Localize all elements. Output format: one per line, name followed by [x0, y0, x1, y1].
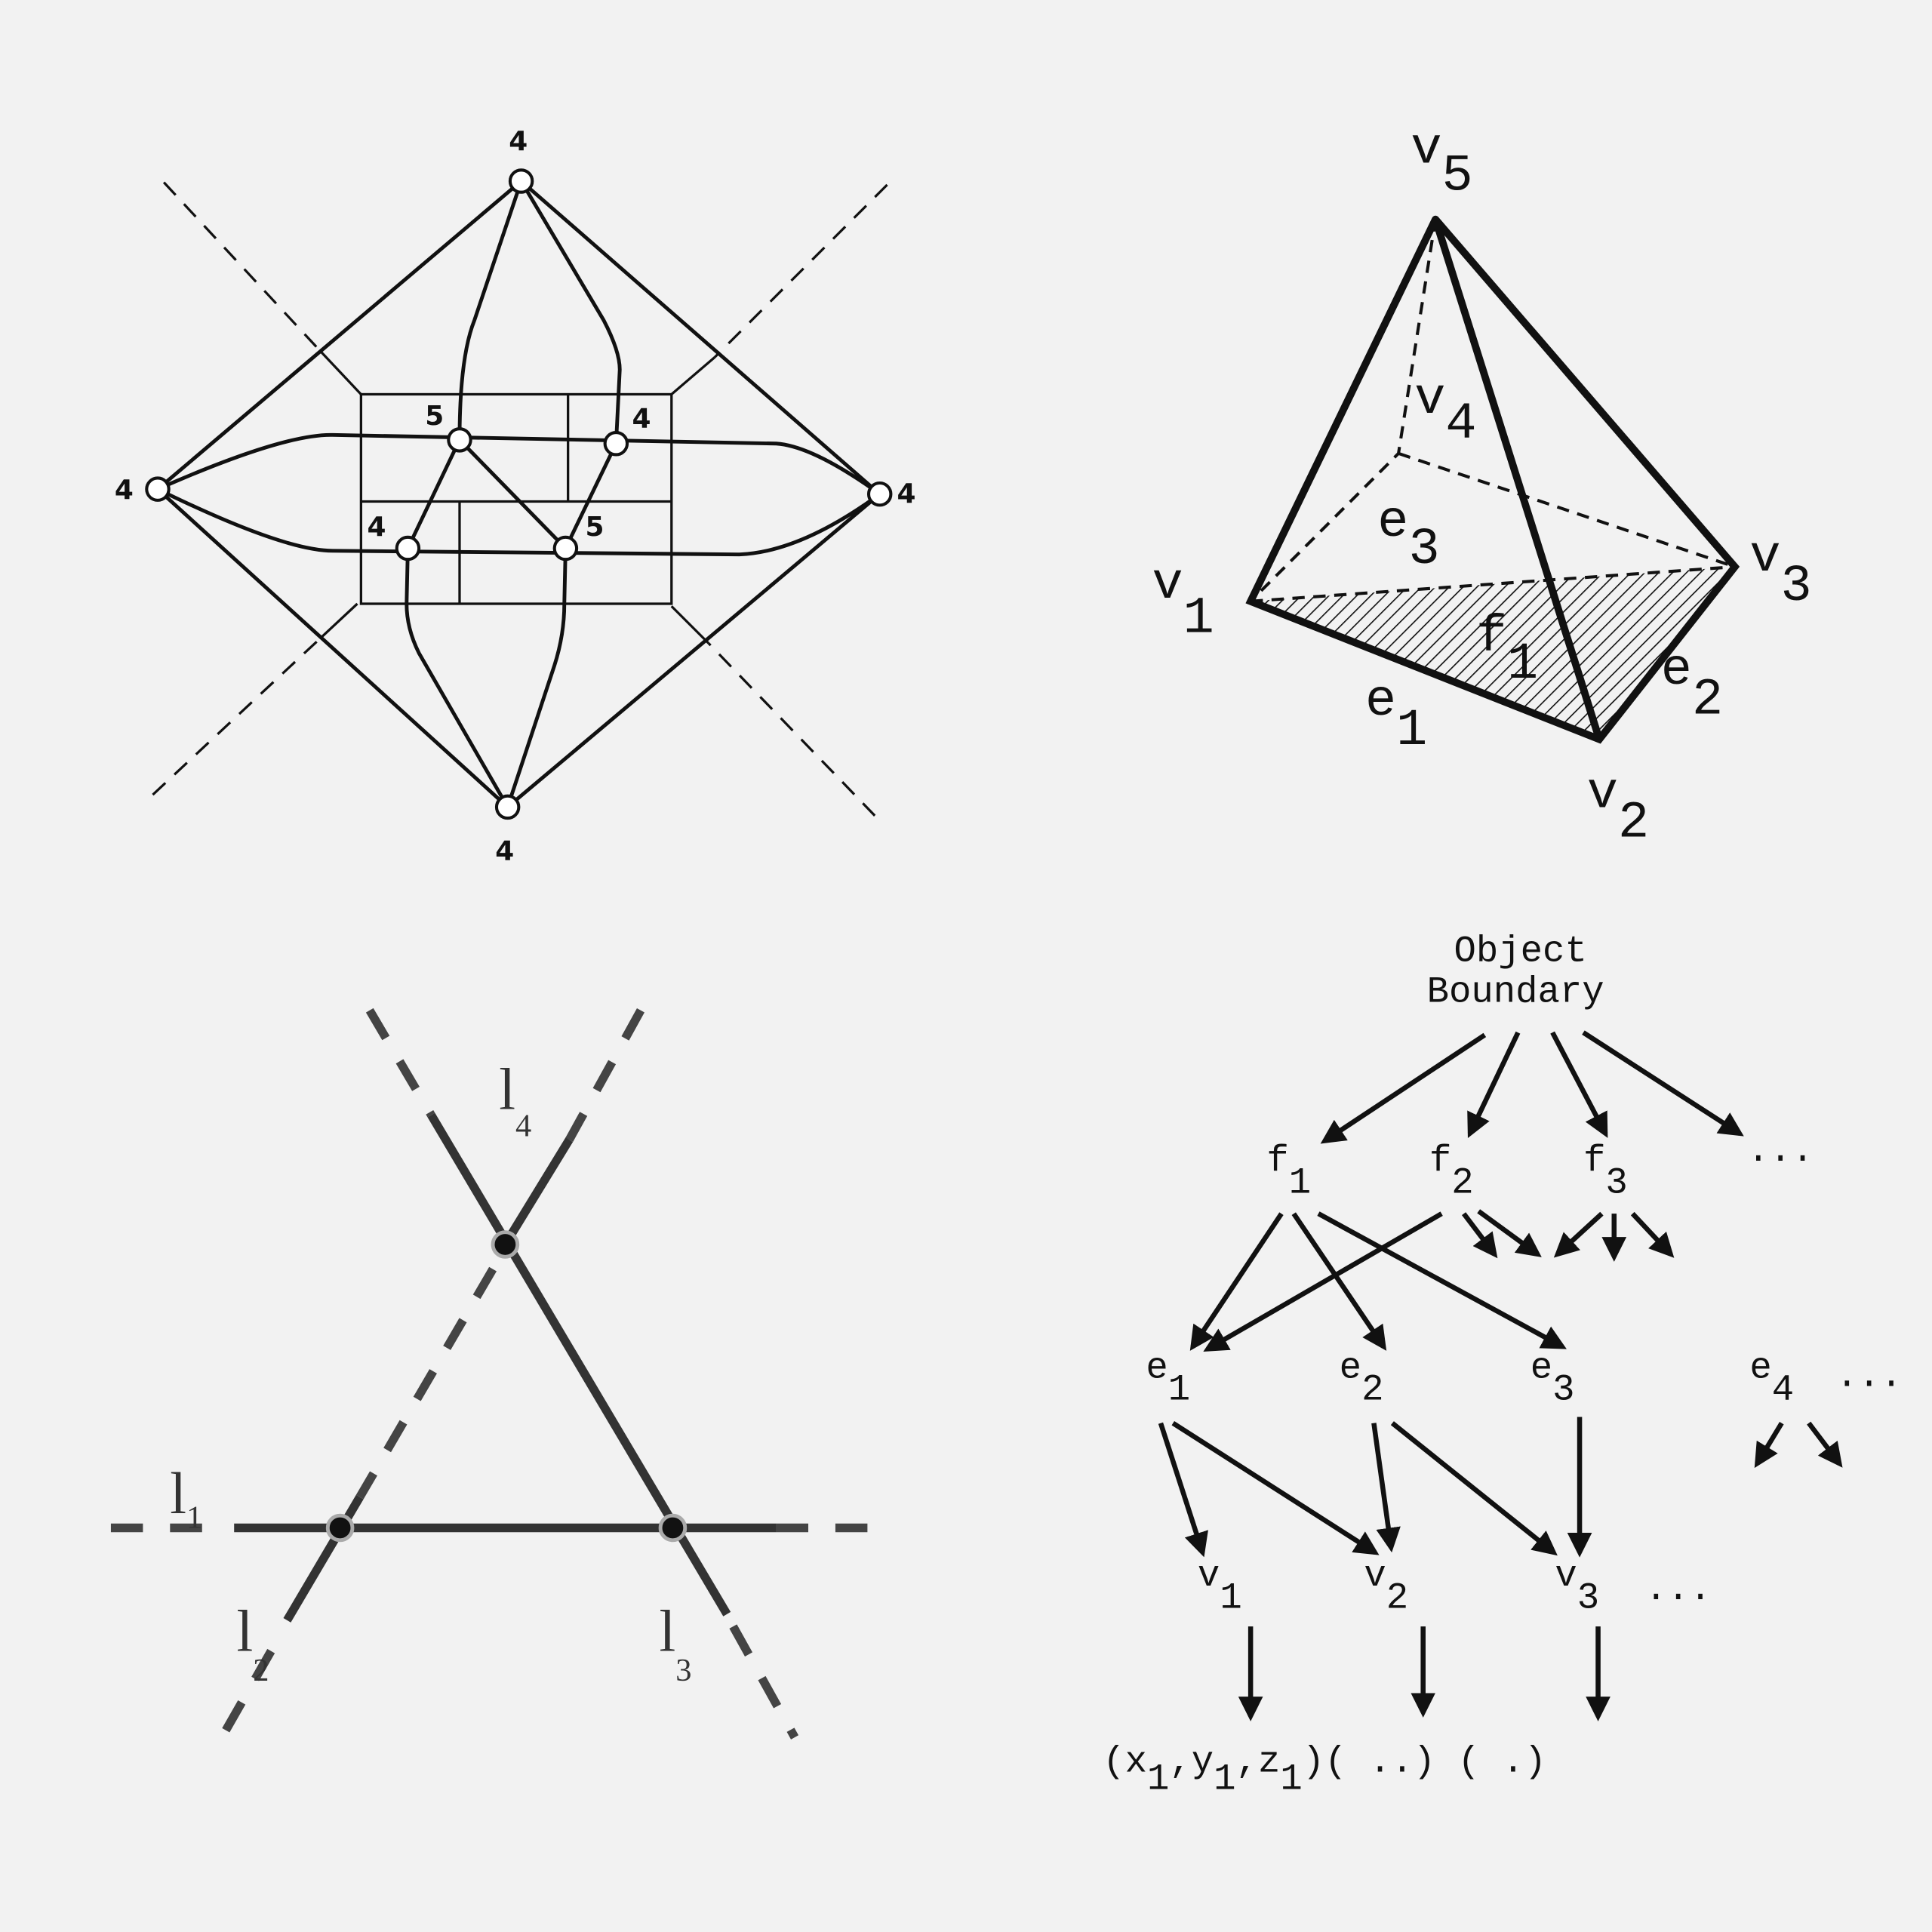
- intersection-point: [325, 1513, 355, 1543]
- face-node-f1: f1: [1266, 1140, 1311, 1204]
- planar-graph-panel: 4 4 4 4 5 4 4 5: [115, 126, 916, 866]
- graph-node: [145, 476, 171, 502]
- vertex-label-v1: v1: [1152, 555, 1214, 648]
- root-label-line2: Boundary: [1427, 971, 1604, 1013]
- edge-node-e3: e3: [1531, 1346, 1575, 1411]
- ellipsis: ...: [1747, 1130, 1814, 1172]
- face-label-f1: f1: [1476, 608, 1538, 694]
- degree-label: 4: [115, 475, 134, 506]
- boundary-tree-panel: Object Boundary f1 f2 f3 ... e1 e2 e3 e4…: [1103, 930, 1903, 1800]
- tree-arrows: [1158, 1030, 1843, 1721]
- vertex-node-v3: v3: [1555, 1555, 1599, 1619]
- degree-label: 4: [368, 512, 386, 543]
- graph-node: [866, 481, 893, 507]
- coordinate-tuples: (x1,y1,z1)( ..) ( .): [1103, 1741, 1546, 1801]
- ellipsis: ...: [1645, 1568, 1712, 1611]
- vertex-label-v3: v3: [1749, 528, 1811, 616]
- root-label-line1: Object: [1454, 930, 1587, 972]
- face-node-f2: f2: [1429, 1140, 1474, 1204]
- lines-panel: l1 l2 l3 l4: [110, 1008, 881, 1740]
- ellipsis: ...: [1836, 1355, 1903, 1398]
- vertex-node-v2: v2: [1364, 1555, 1408, 1619]
- graph-node: [508, 168, 534, 194]
- edge-node-e1: e1: [1146, 1346, 1190, 1411]
- graph-node: [447, 427, 472, 453]
- edge-node-e4: e4: [1749, 1346, 1794, 1411]
- degree-label: 5: [586, 512, 605, 543]
- edge-node-e2: e2: [1340, 1346, 1384, 1411]
- line-label-l2: l2: [236, 1598, 269, 1688]
- edge-label-e2: e2: [1661, 641, 1723, 729]
- edge-label-e3: e3: [1377, 493, 1439, 579]
- tetrahedron-panel: v5 v4 e3 v1 v3 f1 e2 e1 v2: [1152, 120, 1812, 853]
- graph-node: [552, 535, 579, 561]
- vertex-label-v5: v5: [1411, 120, 1472, 206]
- vertex-label-v2: v2: [1587, 764, 1649, 852]
- intersection-point: [491, 1230, 520, 1259]
- vertex-label-v4: v4: [1414, 370, 1476, 454]
- intersection-point: [658, 1513, 688, 1543]
- graph-node: [494, 794, 521, 820]
- degree-label: 4: [897, 478, 916, 509]
- face-node-f3: f3: [1583, 1140, 1628, 1204]
- degree-label: 4: [509, 126, 528, 157]
- line-label-l3: l3: [659, 1598, 691, 1688]
- degree-label: 4: [495, 836, 514, 867]
- degree-label: 5: [425, 401, 444, 432]
- hatched-face-f1: [1251, 567, 1735, 740]
- graph-node: [603, 431, 629, 457]
- line-label-l1: l1: [170, 1460, 202, 1536]
- edge-label-e1: e1: [1365, 672, 1427, 760]
- degree-label: 4: [632, 404, 651, 435]
- vertex-node-v1: v1: [1198, 1555, 1242, 1619]
- graph-node: [395, 535, 421, 561]
- line-label-l4: l4: [499, 1056, 531, 1143]
